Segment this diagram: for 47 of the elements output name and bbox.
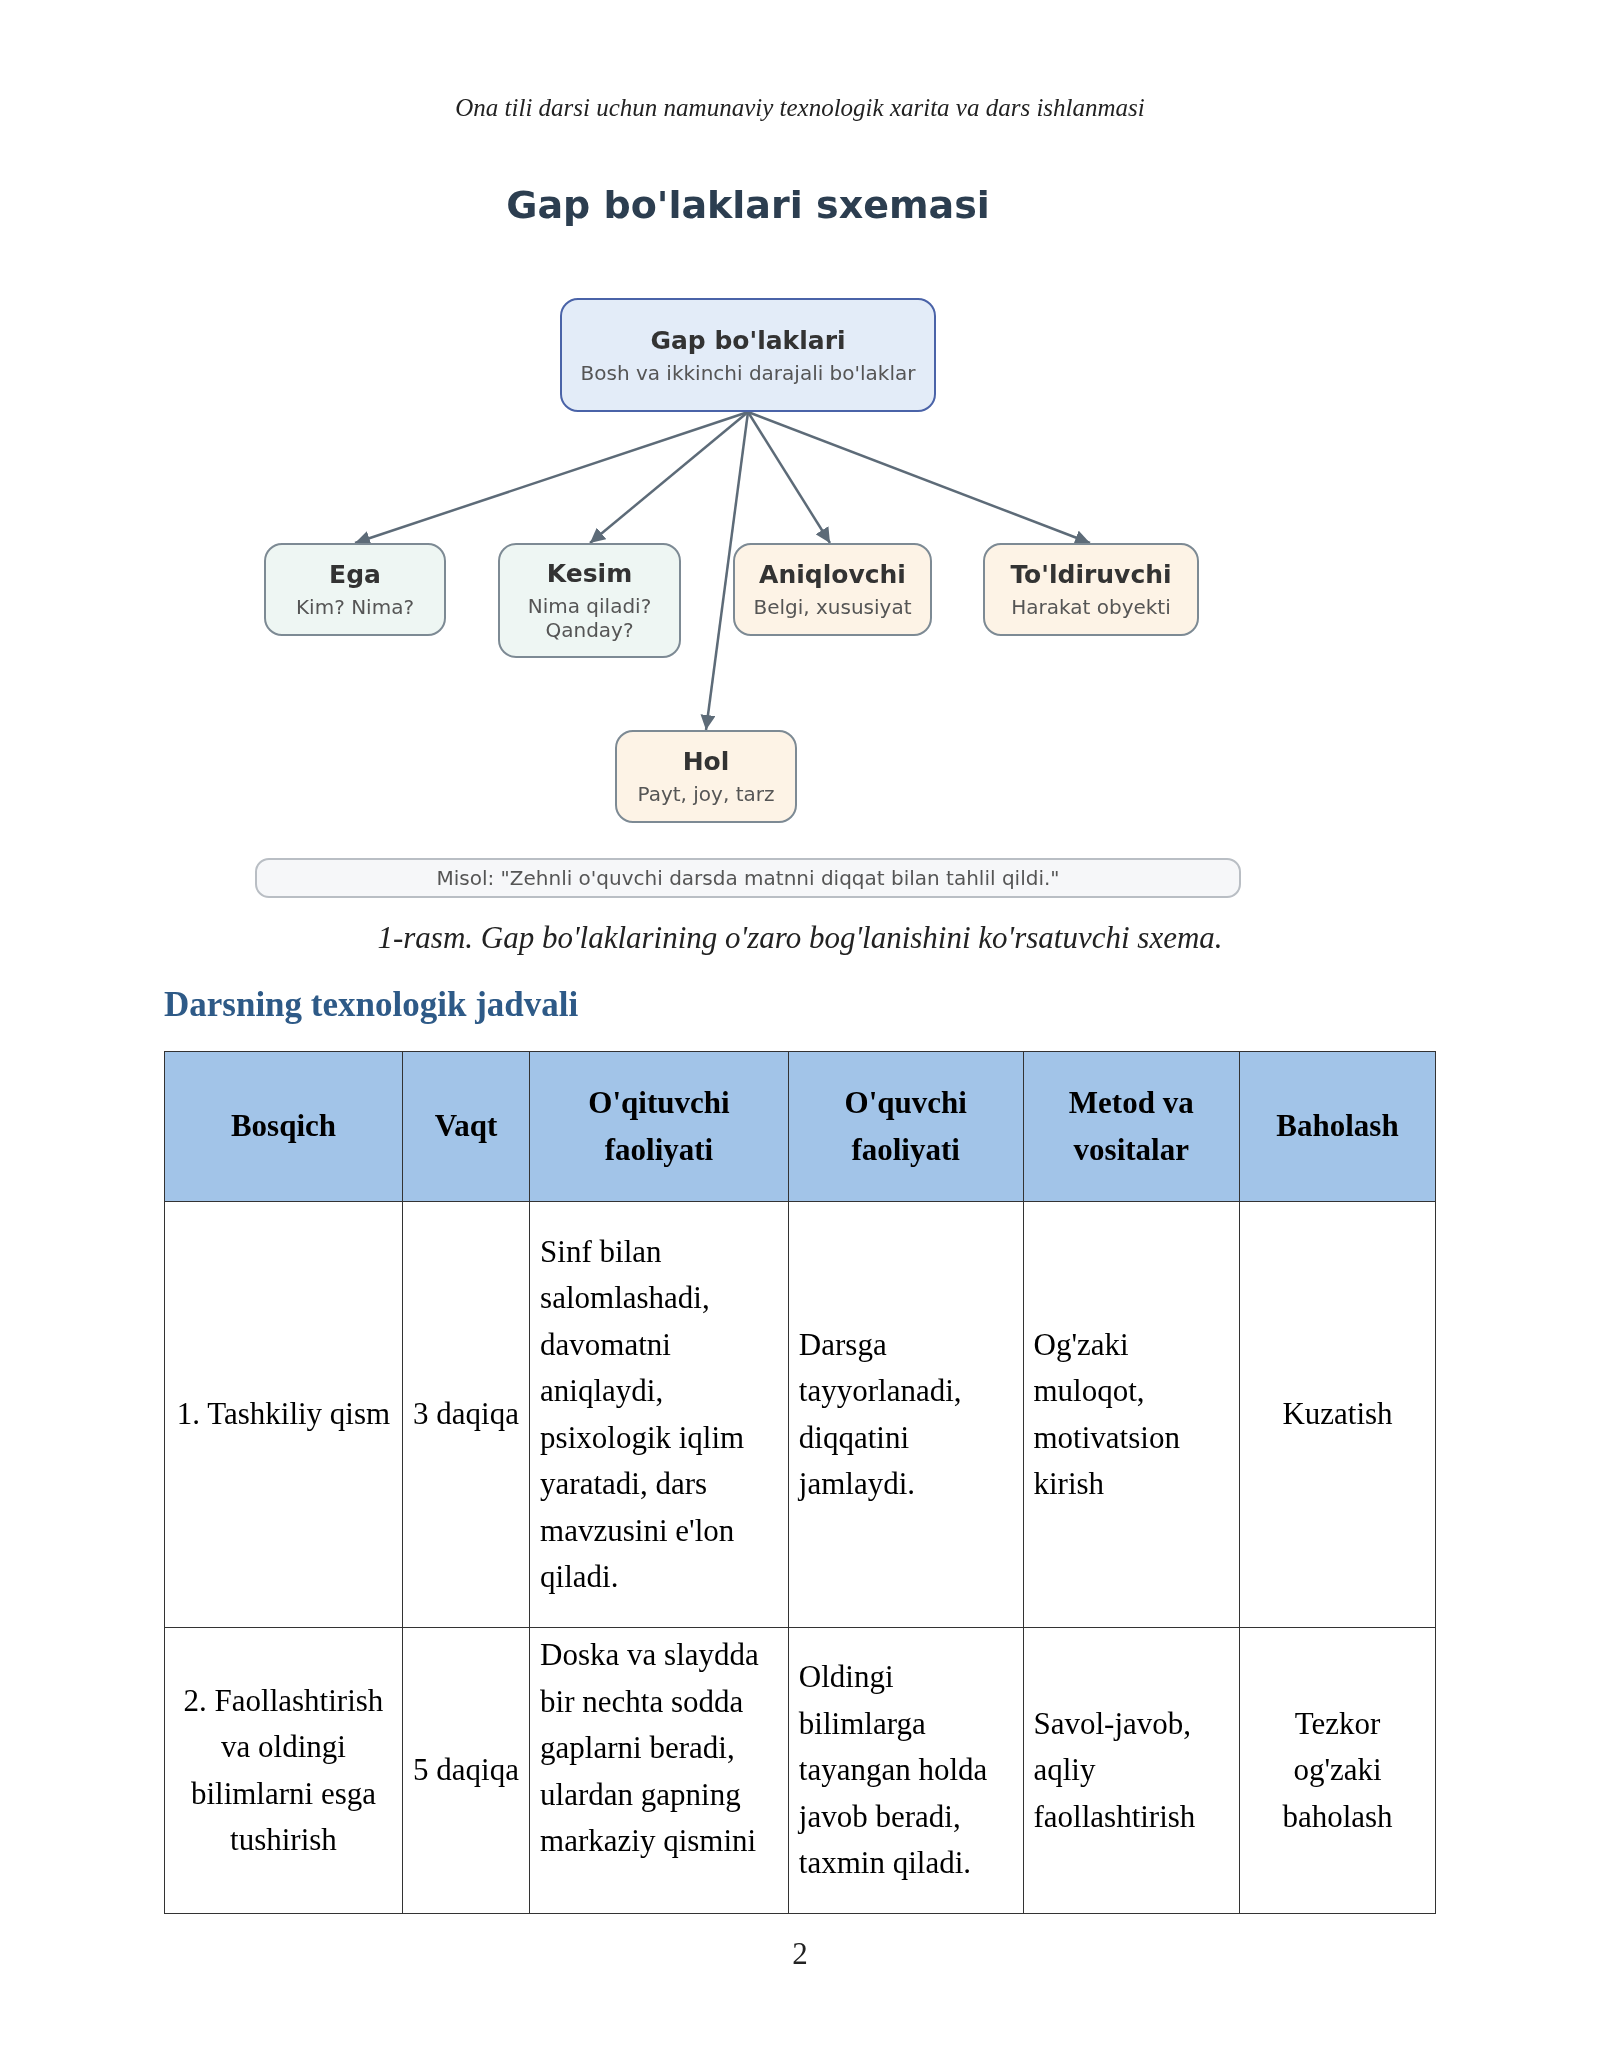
- table-cell: Doska va slaydda bir nechta sodda gaplarni beradi, ulardan gapning markaziy qismini: [529, 1627, 789, 1914]
- node-subtitle: Kim? Nima?: [296, 595, 414, 619]
- node-title: Ega: [329, 560, 381, 589]
- node-subtitle: Nima qiladi? Qanday?: [526, 594, 653, 642]
- diagram-title: Gap bo'laklari sxemasi: [505, 183, 991, 227]
- node-title: Aniqlovchi: [759, 560, 906, 589]
- example-bar: [255, 858, 1241, 898]
- table-cell: Og'zaki muloqot, motivatsion kirish: [1023, 1201, 1240, 1628]
- figure-caption: 1-rasm. Gap bo'laklarining o'zaro bog'lanishini ko'rsatuvchi sxema.: [376, 920, 1224, 956]
- node-subtitle: Payt, joy, tarz: [637, 782, 775, 806]
- page-header: Ona tili darsi uchun namunaviy texnologik xarita va dars ishlanmasi: [454, 94, 1146, 122]
- arrow: [589, 411, 749, 544]
- column-header: O'qituvchi faoliyati: [529, 1051, 789, 1202]
- table-cell: Darsga tayyorlanadi, diqqatini jamlaydi.: [788, 1201, 1023, 1628]
- table-cell: 5 daqiqa: [402, 1627, 530, 1914]
- section-heading: Darsning texnologik jadvali: [164, 985, 579, 1025]
- table-cell: 3 daqiqa: [402, 1201, 530, 1628]
- table-cell: Kuzatish: [1239, 1201, 1436, 1628]
- column-header: Baholash: [1239, 1051, 1436, 1202]
- table-cell: Sinf bilan salomlashadi, davomatni aniqlaydi, psixologik iqlim yaratadi, dars mavzusini e'lon qiladi.: [529, 1201, 789, 1628]
- table-cell: 1. Tashkiliy qism: [164, 1201, 403, 1628]
- node-box: [733, 543, 932, 636]
- table-cell: Savol-javob, aqliy faollashtirish: [1023, 1627, 1240, 1914]
- node-title: Hol: [682, 747, 730, 776]
- node-box: [560, 298, 936, 412]
- node-title: To'ldiruvchi: [1010, 560, 1172, 589]
- node-box: [264, 543, 446, 636]
- example-text: Misol: "Zehnli o'quvchi darsda matnni diqqat bilan tahlil qildi.": [436, 866, 1060, 890]
- node-subtitle: Belgi, xususiyat: [753, 595, 912, 619]
- node-box: [983, 543, 1199, 636]
- node-box: [498, 543, 681, 658]
- column-header: Metod va vositalar: [1023, 1051, 1240, 1202]
- arrow: [746, 411, 832, 544]
- table-cell: 2. Faollashtirish va oldingi bilimlarni esga tushirish: [164, 1627, 403, 1914]
- page-number: 2: [791, 1936, 809, 1972]
- column-header: O'quvchi faoliyati: [788, 1051, 1023, 1202]
- node-title: Kesim: [546, 559, 633, 588]
- node-subtitle: Harakat obyekti: [1011, 595, 1171, 619]
- node-subtitle: Bosh va ikkinchi darajali bo'laklar: [580, 360, 916, 385]
- node-title: Gap bo'laklari: [650, 325, 846, 355]
- arrow: [747, 410, 1091, 545]
- arrow: [700, 411, 750, 731]
- column-header: Bosqich: [164, 1051, 403, 1202]
- table-cell: Oldingi bilimlarga tayangan holda javob beradi, taxmin qiladi.: [788, 1627, 1023, 1914]
- node-box: [615, 730, 797, 823]
- table-cell: Tezkor og'zaki baholash: [1239, 1627, 1436, 1914]
- column-header: Vaqt: [402, 1051, 530, 1202]
